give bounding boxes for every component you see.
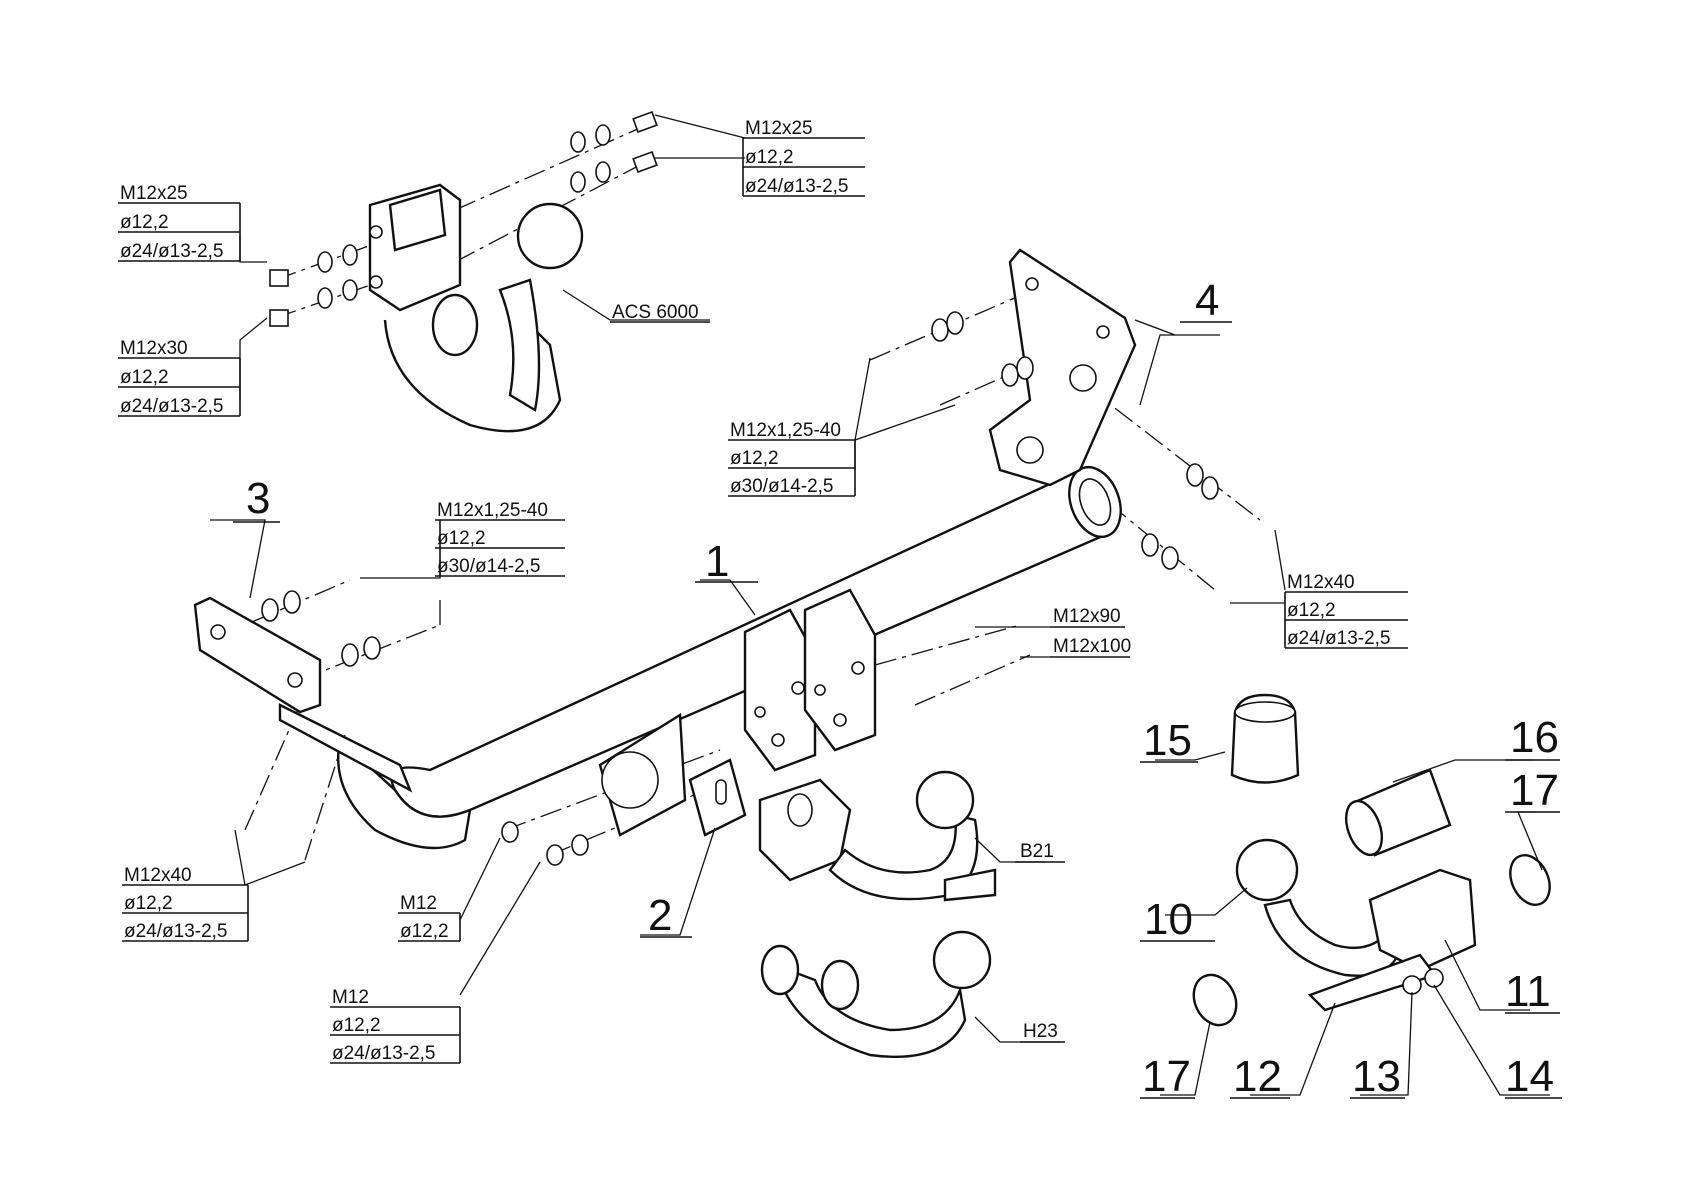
- callout-m12x90: M12x90: [1050, 606, 1125, 627]
- callout-spec: M12x1,25-40: [730, 420, 841, 441]
- ball-h23: [762, 932, 990, 1057]
- callout-spec: M12x25: [120, 183, 188, 204]
- callout-top-right: M12x25 ø12,2 ø24/ø13-2,5: [743, 118, 865, 197]
- callout-acs6000: ACS 6000: [610, 302, 710, 323]
- callout-spec: ø12,2: [730, 448, 779, 469]
- callout-spec: M12x25: [745, 118, 813, 139]
- model-label-b21: B21: [1020, 841, 1054, 862]
- callout-spec: ø30/ø14-2,5: [730, 476, 834, 497]
- callout-spec: ø12,2: [1287, 600, 1336, 621]
- callout-spec: ø24/ø13-2,5: [120, 241, 224, 262]
- part-number-12: 12: [1233, 1052, 1282, 1101]
- callout-spec: ø24/ø13-2,5: [745, 176, 849, 197]
- socket-cover-part-16: [1339, 770, 1450, 860]
- callout-spec: ø24/ø13-2,5: [1287, 628, 1391, 649]
- part-number-1: 1: [705, 537, 729, 586]
- part-number-11: 11: [1505, 967, 1551, 1016]
- callout-b21: B21: [1015, 841, 1065, 862]
- cap-part-17-lower: [1186, 968, 1244, 1032]
- detachable-ball-acs6000: [370, 185, 582, 431]
- callout-spec: ø12,2: [120, 212, 169, 233]
- callout-bottom-m12x40: M12x40 ø12,2 ø24/ø13-2,5: [122, 865, 248, 942]
- callout-spec: ø24/ø13-2,5: [332, 1043, 436, 1064]
- part-number-17: 17: [1142, 1052, 1191, 1101]
- callout-spec: M12x1,25-40: [437, 500, 548, 521]
- callout-h23: H23: [1020, 1021, 1065, 1042]
- part-number-13: 13: [1352, 1052, 1401, 1101]
- callout-nut-m12-washer: M12 ø12,2 ø24/ø13-2,5: [330, 987, 460, 1064]
- callout-spec: ø24/ø13-2,5: [124, 921, 228, 942]
- callout-spec: ø24/ø13-2,5: [120, 396, 224, 417]
- callout-mid-bracket: M12x1,25-40 ø12,2 ø30/ø14-2,5: [728, 420, 855, 497]
- part-number-4: 4: [1195, 276, 1219, 325]
- callout-spec: M12x30: [120, 338, 188, 359]
- model-label-acs6000: ACS 6000: [612, 302, 699, 323]
- part-number-2: 2: [648, 891, 672, 940]
- part-number-14: 14: [1505, 1052, 1554, 1101]
- callout-spec: ø12,2: [745, 147, 794, 168]
- part-number-16: 16: [1510, 713, 1559, 762]
- callout-nut-m12: M12 ø12,2: [398, 893, 460, 942]
- callout-top-left: M12x25 ø12,2 ø24/ø13-2,5: [118, 183, 240, 262]
- part-number-3: 3: [246, 474, 270, 523]
- callout-spec: M12x90: [1053, 606, 1121, 627]
- callout-spec: ø12,2: [400, 921, 449, 942]
- model-label-h23: H23: [1023, 1021, 1058, 1042]
- callout-m12x100: M12x100: [1050, 636, 1131, 657]
- callout-spec: ø12,2: [332, 1015, 381, 1036]
- part-number-10: 10: [1144, 895, 1193, 944]
- cap-part-17-upper: [1503, 849, 1558, 911]
- callout-spec: M12x100: [1053, 636, 1131, 657]
- ball-b21: [760, 772, 995, 900]
- callout-left-bracket: M12x1,25-40 ø12,2 ø30/ø14-2,5: [435, 500, 565, 577]
- callout-left-m12x30: M12x30 ø12,2 ø24/ø13-2,5: [118, 338, 240, 417]
- callout-spec: M12x40: [1287, 572, 1355, 593]
- ball-cover-part-15: [1232, 695, 1298, 783]
- callout-right-m12x40: M12x40 ø12,2 ø24/ø13-2,5: [1285, 572, 1408, 649]
- callout-spec: M12: [332, 987, 369, 1008]
- callout-spec: ø30/ø14-2,5: [437, 556, 541, 577]
- left-bracket-part-3: [195, 598, 410, 790]
- callout-spec: ø12,2: [124, 893, 173, 914]
- callout-spec: M12: [400, 893, 437, 914]
- part-number-15: 15: [1143, 716, 1192, 765]
- callout-spec: ø12,2: [120, 367, 169, 388]
- part-number-17: 17: [1510, 766, 1559, 815]
- callout-spec: M12x40: [124, 865, 192, 886]
- callout-spec: ø12,2: [437, 528, 486, 549]
- detachable-set-parts-10-14: [1237, 840, 1475, 1010]
